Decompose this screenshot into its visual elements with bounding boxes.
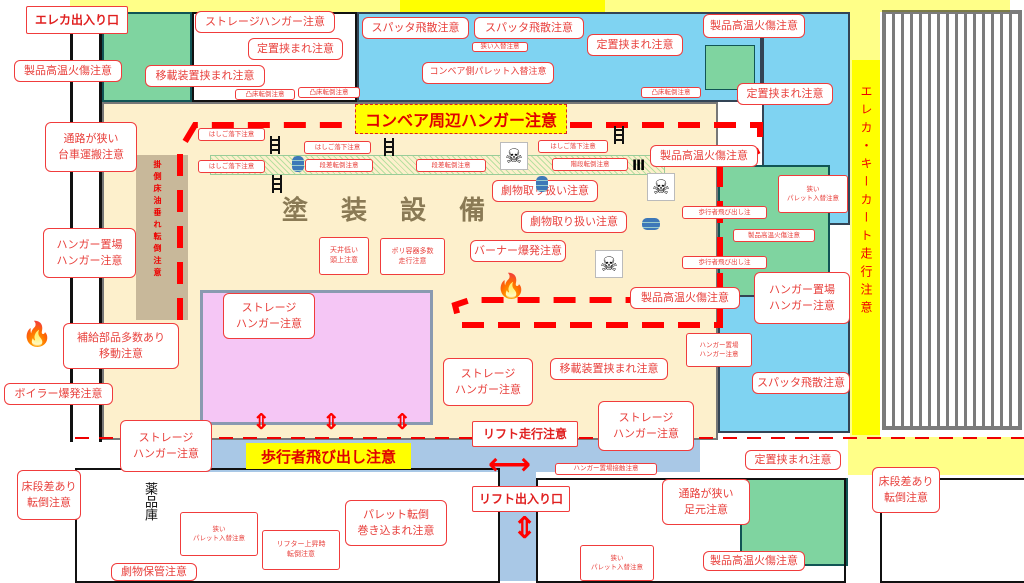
callout: 定置挟まれ注意 [737,83,833,105]
chemical-storage-label: 薬品庫 [142,482,157,521]
callout: 通路が狭い 台車運搬注意 [45,122,137,172]
callout: はしご落下注意 [304,141,371,154]
callout: スパッタ飛散注意 [362,17,469,39]
callout: 狭い パレット入替注意 [180,512,258,556]
callout: コンベア側パレット入替注意 [422,62,554,84]
callout: ストレージ ハンガー注意 [443,358,533,406]
callout: ポリ容器多数 走行注意 [380,238,445,275]
arrow-updown-icon: ⇕ [252,410,271,435]
callout: ボイラー爆発注意 [4,383,113,405]
oil-drip-warning: 掛側床油垂れ転倒注意 [153,160,162,280]
callout: 劇物取り扱い注意 [521,211,627,233]
drum-icon [292,156,304,172]
callout: 段差転倒注意 [305,159,373,172]
arrow-updown-icon: ⇕ [512,511,538,546]
paint-facility-label: 塗 装 設 備 [282,196,498,226]
callout: 通路が狭い 足元注意 [662,479,750,525]
callout: 製品高温火傷注意 [703,551,805,571]
callout: 製品高温火傷注意 [14,60,122,82]
arrow-updown-icon: ⇕ [393,410,412,435]
callout: 床段差あり 転倒注意 [872,467,940,513]
callout: ハンガー置場 ハンガー注意 [686,333,752,367]
callout: 定置挟まれ注意 [745,450,841,470]
callout: リフター上昇時 転倒注意 [262,530,340,570]
callout: 床段差あり 転倒注意 [17,470,81,520]
skull-icon: ☠ [647,173,675,201]
pedestrian-banner: 歩行者飛び出し注意 [246,443,411,469]
drum-icon [642,218,660,230]
ladder-icon [270,136,280,154]
callout: 製品高温火傷注意 [630,287,740,309]
callout: パレット転倒 巻き込まれ注意 [345,500,447,546]
callout: ストレージハンガー注意 [195,11,335,33]
left-corridor [70,12,102,442]
callout: 歩行者飛び出し注 [682,206,767,219]
callout: 凸床転倒注意 [298,87,360,98]
callout: 移載装置挟まれ注意 [550,358,668,380]
callout: ハンガー置場 ハンガー注意 [754,272,850,324]
callout: 補給部品多数あり 移動注意 [63,323,179,369]
drum-icon [536,176,548,192]
adjacent-building-plan [882,10,1022,430]
callout: ハンガー置場 ハンガー注意 [43,228,136,278]
callout: 劇物保管注意 [111,563,197,581]
callout: 製品高温火傷注意 [733,229,815,242]
ladder-icon [614,126,624,144]
callout: バーナー爆発注意 [470,240,566,262]
skull-icon: ☠ [595,250,623,278]
callout: 段差転倒注意 [416,159,486,172]
conveyor-hanger-banner: コンベア周辺ハンガー注意 [355,104,567,134]
erecar-keycart-label: エレカ・キーカート走行注意 [859,85,873,319]
arrow-leftright-icon: ⟷ [488,447,532,482]
callout: ハンガー置場接触注意 [555,463,657,475]
callout: 移載装置挟まれ注意 [145,65,265,87]
callout: 凸床転倒注意 [641,87,701,98]
ladder-icon [272,175,282,193]
callout: はしご落下注意 [198,160,265,173]
callout: 製品高温火傷注意 [703,14,805,38]
callout: 天井低い 頭上注意 [319,237,369,275]
callout: 狭い入替注意 [472,42,528,52]
fire-icon: 🔥 [496,272,526,300]
callout: スパッタ飛散注意 [752,372,850,394]
callout: 歩行者飛び出し注 [682,256,767,269]
callout: 階段転倒注意 [552,158,628,171]
top-yellow-strip-bright [400,0,605,12]
stairs-icon: Ⅲ [632,158,646,174]
ladder-icon [384,138,394,156]
callout: はしご落下注意 [538,140,608,153]
hot-zone-top-right [705,45,755,90]
lift-travel-label: リフト走行注意 [472,421,578,447]
callout: 狭い パレット入替注意 [580,545,654,581]
callout: 定置挟まれ注意 [587,34,683,56]
arrow-updown-icon: ⇕ [322,410,341,435]
callout: 凸床転倒注意 [235,89,295,100]
callout: ストレージ ハンガー注意 [223,293,315,339]
callout: 狭い パレット入替注意 [778,175,848,213]
right-yellow-band-bright [852,60,880,435]
callout: スパッタ飛散注意 [474,17,584,39]
callout: 定置挟まれ注意 [248,38,343,60]
fire-icon: 🔥 [22,320,52,348]
callout: ストレージ ハンガー注意 [120,420,212,472]
callout: ストレージ ハンガー注意 [598,401,694,451]
callout: 製品高温火傷注意 [650,145,758,167]
callout: はしご落下注意 [198,128,265,141]
lift-entrance-label: リフト出入り口 [472,486,570,512]
erecar-entrance-label: エレカ出入り口 [26,6,128,34]
skull-icon: ☠ [500,142,528,170]
